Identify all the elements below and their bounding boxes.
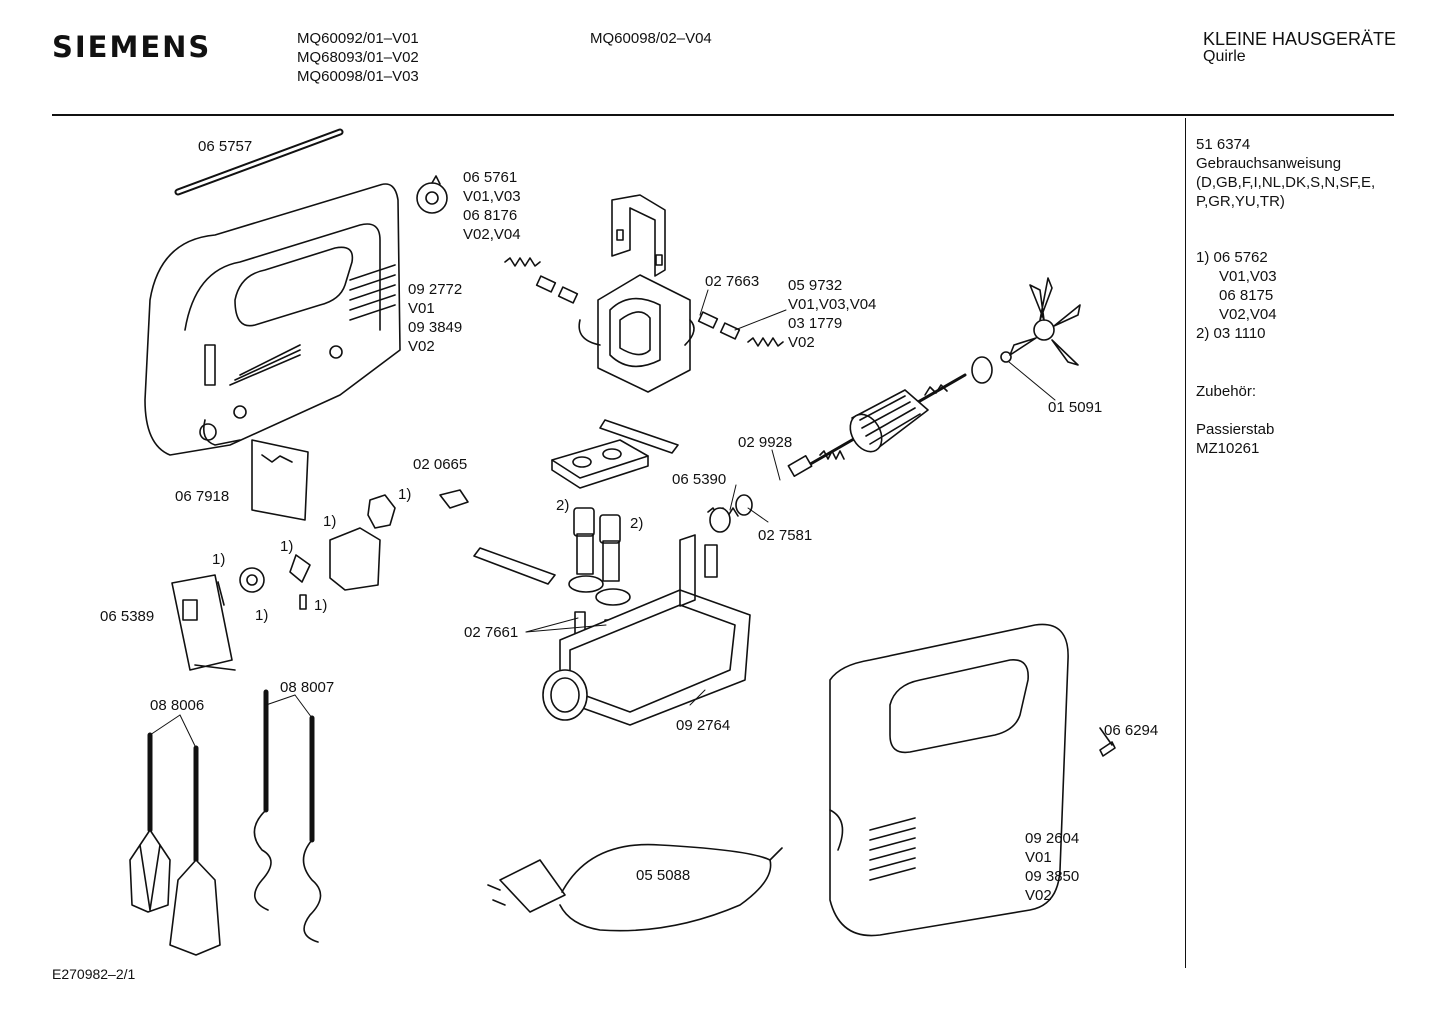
manual-title: Gebrauchsanweisung — [1196, 155, 1342, 172]
part-label: 01 5091 — [1048, 399, 1103, 416]
manual-languages: P,GR,YU,TR) — [1196, 193, 1285, 210]
model-list-primary: MQ60092/01–V01 MQ68093/01–V02 MQ60098/01… — [297, 29, 419, 86]
whisk-attachments — [129, 732, 221, 956]
footnote-marker: 2) — [630, 515, 644, 532]
part-label-group: 05 9732 V01,V03,V04 03 1779 V02 — [788, 276, 876, 352]
screw-part — [1099, 727, 1116, 757]
variant-label: V02,V04 — [463, 226, 521, 243]
model-number: MQ60098/01–V03 — [297, 68, 419, 85]
part-label: 06 5390 — [672, 471, 727, 488]
part-label: 06 5389 — [100, 608, 155, 625]
lower-housing-part — [829, 623, 1069, 937]
part-label: 09 3849 — [408, 319, 463, 336]
document-id: E270982–2/1 — [52, 966, 136, 982]
variant-label: V02 — [408, 338, 435, 355]
footnote-line: 1) 06 5762 — [1196, 249, 1268, 266]
upper-housing-part — [144, 183, 401, 456]
variant-label: V01 — [408, 300, 435, 317]
variant-label: V01,V03,V04 — [788, 296, 877, 313]
switch-parts — [171, 439, 469, 671]
manual-part-number: 51 6374 — [1196, 136, 1251, 153]
part-label: 03 1779 — [788, 315, 843, 332]
footnote-marker: 1) — [323, 513, 337, 530]
part-label: 02 0665 — [413, 456, 468, 473]
footnote-marker: 1) — [398, 486, 412, 503]
model-number: MQ60092/01–V01 — [297, 30, 419, 47]
footnote-marker: 1) — [212, 551, 226, 568]
accessory-part-number: MZ10261 — [1196, 440, 1260, 457]
part-label: 05 5088 — [636, 867, 691, 884]
power-cord-part — [487, 843, 783, 932]
footnote-marker: 1) — [280, 538, 294, 555]
accessory-name: Passierstab — [1196, 421, 1275, 438]
brush-bracket-part — [611, 194, 666, 277]
part-label: 09 2772 — [408, 281, 463, 298]
footnote-marker: 2) — [556, 497, 570, 514]
model-list-secondary: MQ60098/02–V04 — [590, 29, 712, 48]
gear-parts — [473, 419, 753, 643]
footnote-2-line: 2) 03 1110 — [1196, 325, 1266, 342]
accessories-title: Zubehör: — [1196, 383, 1257, 400]
footnote-1: 1) 06 5762 V01,V03 06 8175 V02,V04 2) 03… — [1196, 248, 1277, 343]
category-title: KLEINE HAUSGERÄTE — [1203, 29, 1397, 49]
brush-spring-part — [504, 257, 784, 347]
brand-logo: SIEMENS — [52, 30, 212, 64]
manual-languages: (D,GB,F,I,NL,DK,S,N,SF,E, — [1196, 174, 1376, 191]
leader-lines — [149, 289, 787, 749]
part-label: 09 2604 — [1025, 830, 1080, 847]
header-divider — [52, 114, 1394, 116]
footnote-line: V01,V03 — [1219, 268, 1277, 285]
part-label: 05 9732 — [788, 277, 843, 294]
footnote-line: V02,V04 — [1219, 306, 1277, 323]
category-block: KLEINE HAUSGERÄTE Quirle — [1203, 30, 1396, 66]
fan-part — [1008, 277, 1081, 401]
variant-label: V02 — [788, 334, 815, 351]
part-label: 02 7581 — [758, 527, 813, 544]
rotor-part — [787, 351, 1012, 477]
part-label: 06 8176 — [463, 207, 518, 224]
model-number: MQ68093/01–V02 — [297, 49, 419, 66]
variant-label: V01 — [1025, 849, 1052, 866]
stator-part — [578, 274, 695, 393]
part-label: 09 3850 — [1025, 868, 1080, 885]
manual-note: 51 6374 Gebrauchsanweisung (D,GB,F,I,NL,… — [1196, 135, 1375, 211]
part-label: 06 6294 — [1104, 722, 1159, 739]
part-label: 09 2764 — [676, 717, 731, 734]
footnote-line: 06 8175 — [1219, 287, 1274, 304]
category-subtitle: Quirle — [1203, 48, 1246, 65]
footnote-marker: 1) — [314, 597, 328, 614]
part-label: 08 8007 — [280, 679, 335, 696]
sidebar-divider — [1185, 118, 1186, 968]
part-label: 08 8006 — [150, 697, 205, 714]
variant-label: V02 — [1025, 887, 1052, 904]
part-label: 02 7661 — [464, 624, 519, 641]
part-label: 06 5757 — [198, 138, 253, 155]
model-number: MQ60098/02–V04 — [590, 30, 712, 47]
cam-part — [416, 175, 448, 214]
footnote-marker: 1) — [255, 607, 269, 624]
part-label-group: 09 2604 V01 09 3850 V02 — [1025, 829, 1079, 905]
dough-hook-attachments — [253, 689, 322, 943]
variant-label: V01,V03 — [463, 188, 521, 205]
gear-housing-part — [542, 534, 751, 726]
part-label-group: 06 5761 V01,V03 06 8176 V02,V04 — [463, 168, 521, 244]
part-label: 02 9928 — [738, 434, 793, 451]
accessory-note: Passierstab MZ10261 — [1196, 420, 1274, 458]
rod-part — [174, 128, 344, 196]
part-label: 06 7918 — [175, 488, 230, 505]
part-label-group: 09 2772 V01 09 3849 V02 — [408, 280, 462, 356]
part-label: 02 7663 — [705, 273, 760, 290]
part-label: 06 5761 — [463, 169, 518, 186]
